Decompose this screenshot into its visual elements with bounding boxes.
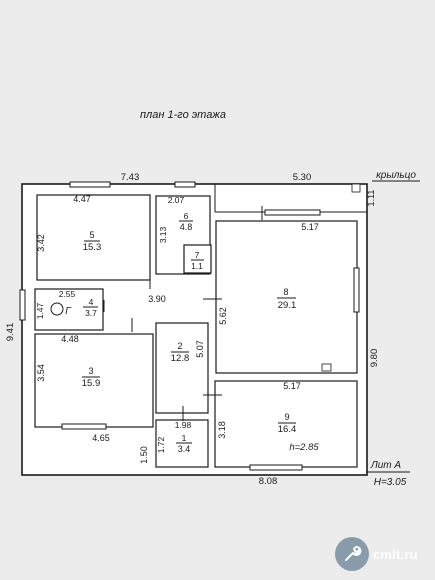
watermark: cmlt.ru: [335, 536, 427, 572]
room-4-number: 4: [89, 297, 94, 307]
room-3-width: 4.48: [61, 334, 79, 344]
room-3-bottom: 4.65: [92, 433, 110, 443]
dim-bottom-left: 1.50: [139, 446, 149, 464]
room-2: [155, 322, 209, 414]
boiler-icon: [50, 302, 64, 316]
window-bottom-1: [61, 423, 107, 430]
room-7-area: 1.1: [191, 261, 203, 271]
room-5-area: 15.3: [83, 242, 102, 253]
room-7-number: 7: [195, 250, 200, 260]
room-1-area: 3.4: [178, 444, 191, 454]
room-6-area: 4.8: [180, 222, 193, 232]
fixture-icon: [321, 363, 332, 372]
watermark-text: cmlt.ru: [373, 546, 418, 562]
dim-bottom-total: 8.08: [259, 476, 278, 487]
height-label: H=3.05: [374, 477, 407, 488]
dim-right-total: 9.80: [369, 349, 380, 368]
room-8-width: 5.17: [301, 222, 319, 232]
room-9: [214, 380, 358, 468]
window-left: [19, 289, 26, 321]
room-4-width: 2.55: [59, 289, 76, 299]
room-5-depth: 3.42: [36, 234, 46, 252]
window-top-3: [264, 209, 321, 216]
dim-top-left: 7.43: [121, 172, 140, 183]
liter-label: Лит А: [370, 460, 402, 471]
window-right: [353, 267, 360, 313]
porch-label: крыльцо: [376, 170, 416, 181]
room-7: [183, 244, 212, 274]
room-8-depth: 5.62: [218, 307, 228, 325]
room-4-area: 3.7: [85, 308, 97, 318]
room-8-number: 8: [283, 287, 288, 297]
window-top-1: [69, 181, 111, 188]
dim-left-total: 9.41: [5, 323, 16, 342]
room-5: [36, 194, 151, 281]
room-4-marker: Г: [65, 306, 72, 317]
porch-post: [351, 183, 361, 193]
room-2-width: 3.90: [148, 294, 166, 304]
room-3: [34, 333, 154, 428]
room-9-area: 16.4: [278, 424, 297, 435]
room-8-area: 29.1: [278, 300, 297, 311]
window-bottom-2: [249, 464, 303, 471]
room-2-depth: 5.07: [195, 340, 205, 358]
room-3-depth: 3.54: [36, 364, 46, 382]
window-top-2: [174, 181, 196, 188]
room-2-area: 12.8: [171, 353, 190, 364]
room-2-number: 2: [177, 341, 182, 351]
room-9-depth: 3.18: [217, 421, 227, 439]
wrench-icon: [335, 537, 369, 571]
dim-top-right: 5.30: [293, 172, 312, 183]
room-1-depth: 1.72: [156, 436, 166, 453]
room-8: [215, 220, 358, 374]
room-1-width: 1.98: [175, 420, 192, 430]
dim-porch-side: 1.11: [366, 190, 376, 207]
room-9-ceiling: h=2.85: [289, 442, 319, 453]
room-4-depth: 1.47: [35, 302, 45, 319]
room-1-number: 1: [182, 433, 187, 443]
room-6-width: 2.07: [168, 195, 185, 205]
room-3-number: 3: [88, 366, 93, 376]
room-5-number: 5: [89, 230, 94, 240]
room-3-area: 15.9: [82, 378, 101, 389]
room-6-number: 6: [184, 211, 189, 221]
room-9-width: 5.17: [283, 381, 301, 391]
room-5-width: 4.47: [73, 194, 91, 204]
room-4: [34, 288, 104, 331]
room-9-number: 9: [284, 412, 289, 422]
room-6-depth: 3.13: [158, 226, 168, 243]
plan-title: план 1-го этажа: [140, 109, 226, 121]
